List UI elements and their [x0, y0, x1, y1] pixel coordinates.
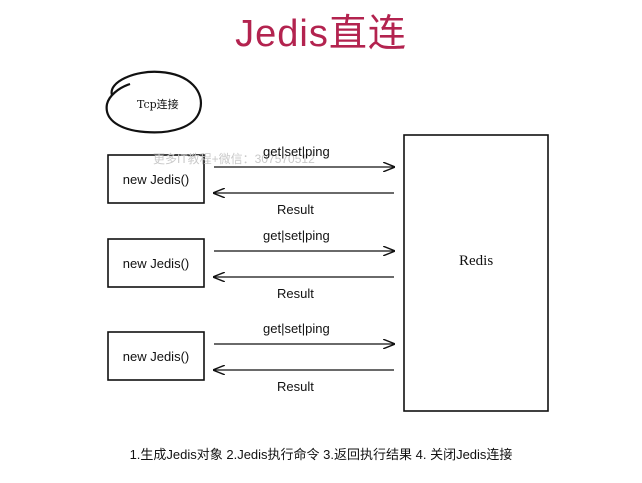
client-box-3 — [107, 331, 205, 381]
request-label-3: get|set|ping — [263, 321, 330, 336]
client-box-2 — [107, 238, 205, 288]
client-label-1: new Jedis() — [122, 172, 190, 187]
request-label-1: get|set|ping — [263, 144, 330, 159]
page-title: Jedis直连 — [235, 13, 407, 55]
client-box-1 — [107, 154, 205, 204]
client-label-2: new Jedis() — [122, 256, 190, 271]
watermark-text: 更多IT教程+微信：307570512 — [153, 152, 315, 166]
steps-caption: 1.生成Jedis对象 2.Jedis执行命令 3.返回执行结果 4. 关闭Je… — [129, 447, 513, 462]
redis-label: Redis — [459, 253, 494, 269]
response-label-1: Result — [277, 202, 314, 217]
client-label-3: new Jedis() — [122, 349, 190, 364]
request-label-2: get|set|ping — [263, 228, 330, 243]
tcp-connection-circle — [105, 70, 203, 134]
response-label-3: Result — [277, 379, 314, 394]
response-label-2: Result — [277, 286, 314, 301]
tcp-connection-label: Tcp连接 — [137, 98, 179, 111]
redis-server-box — [403, 134, 549, 412]
